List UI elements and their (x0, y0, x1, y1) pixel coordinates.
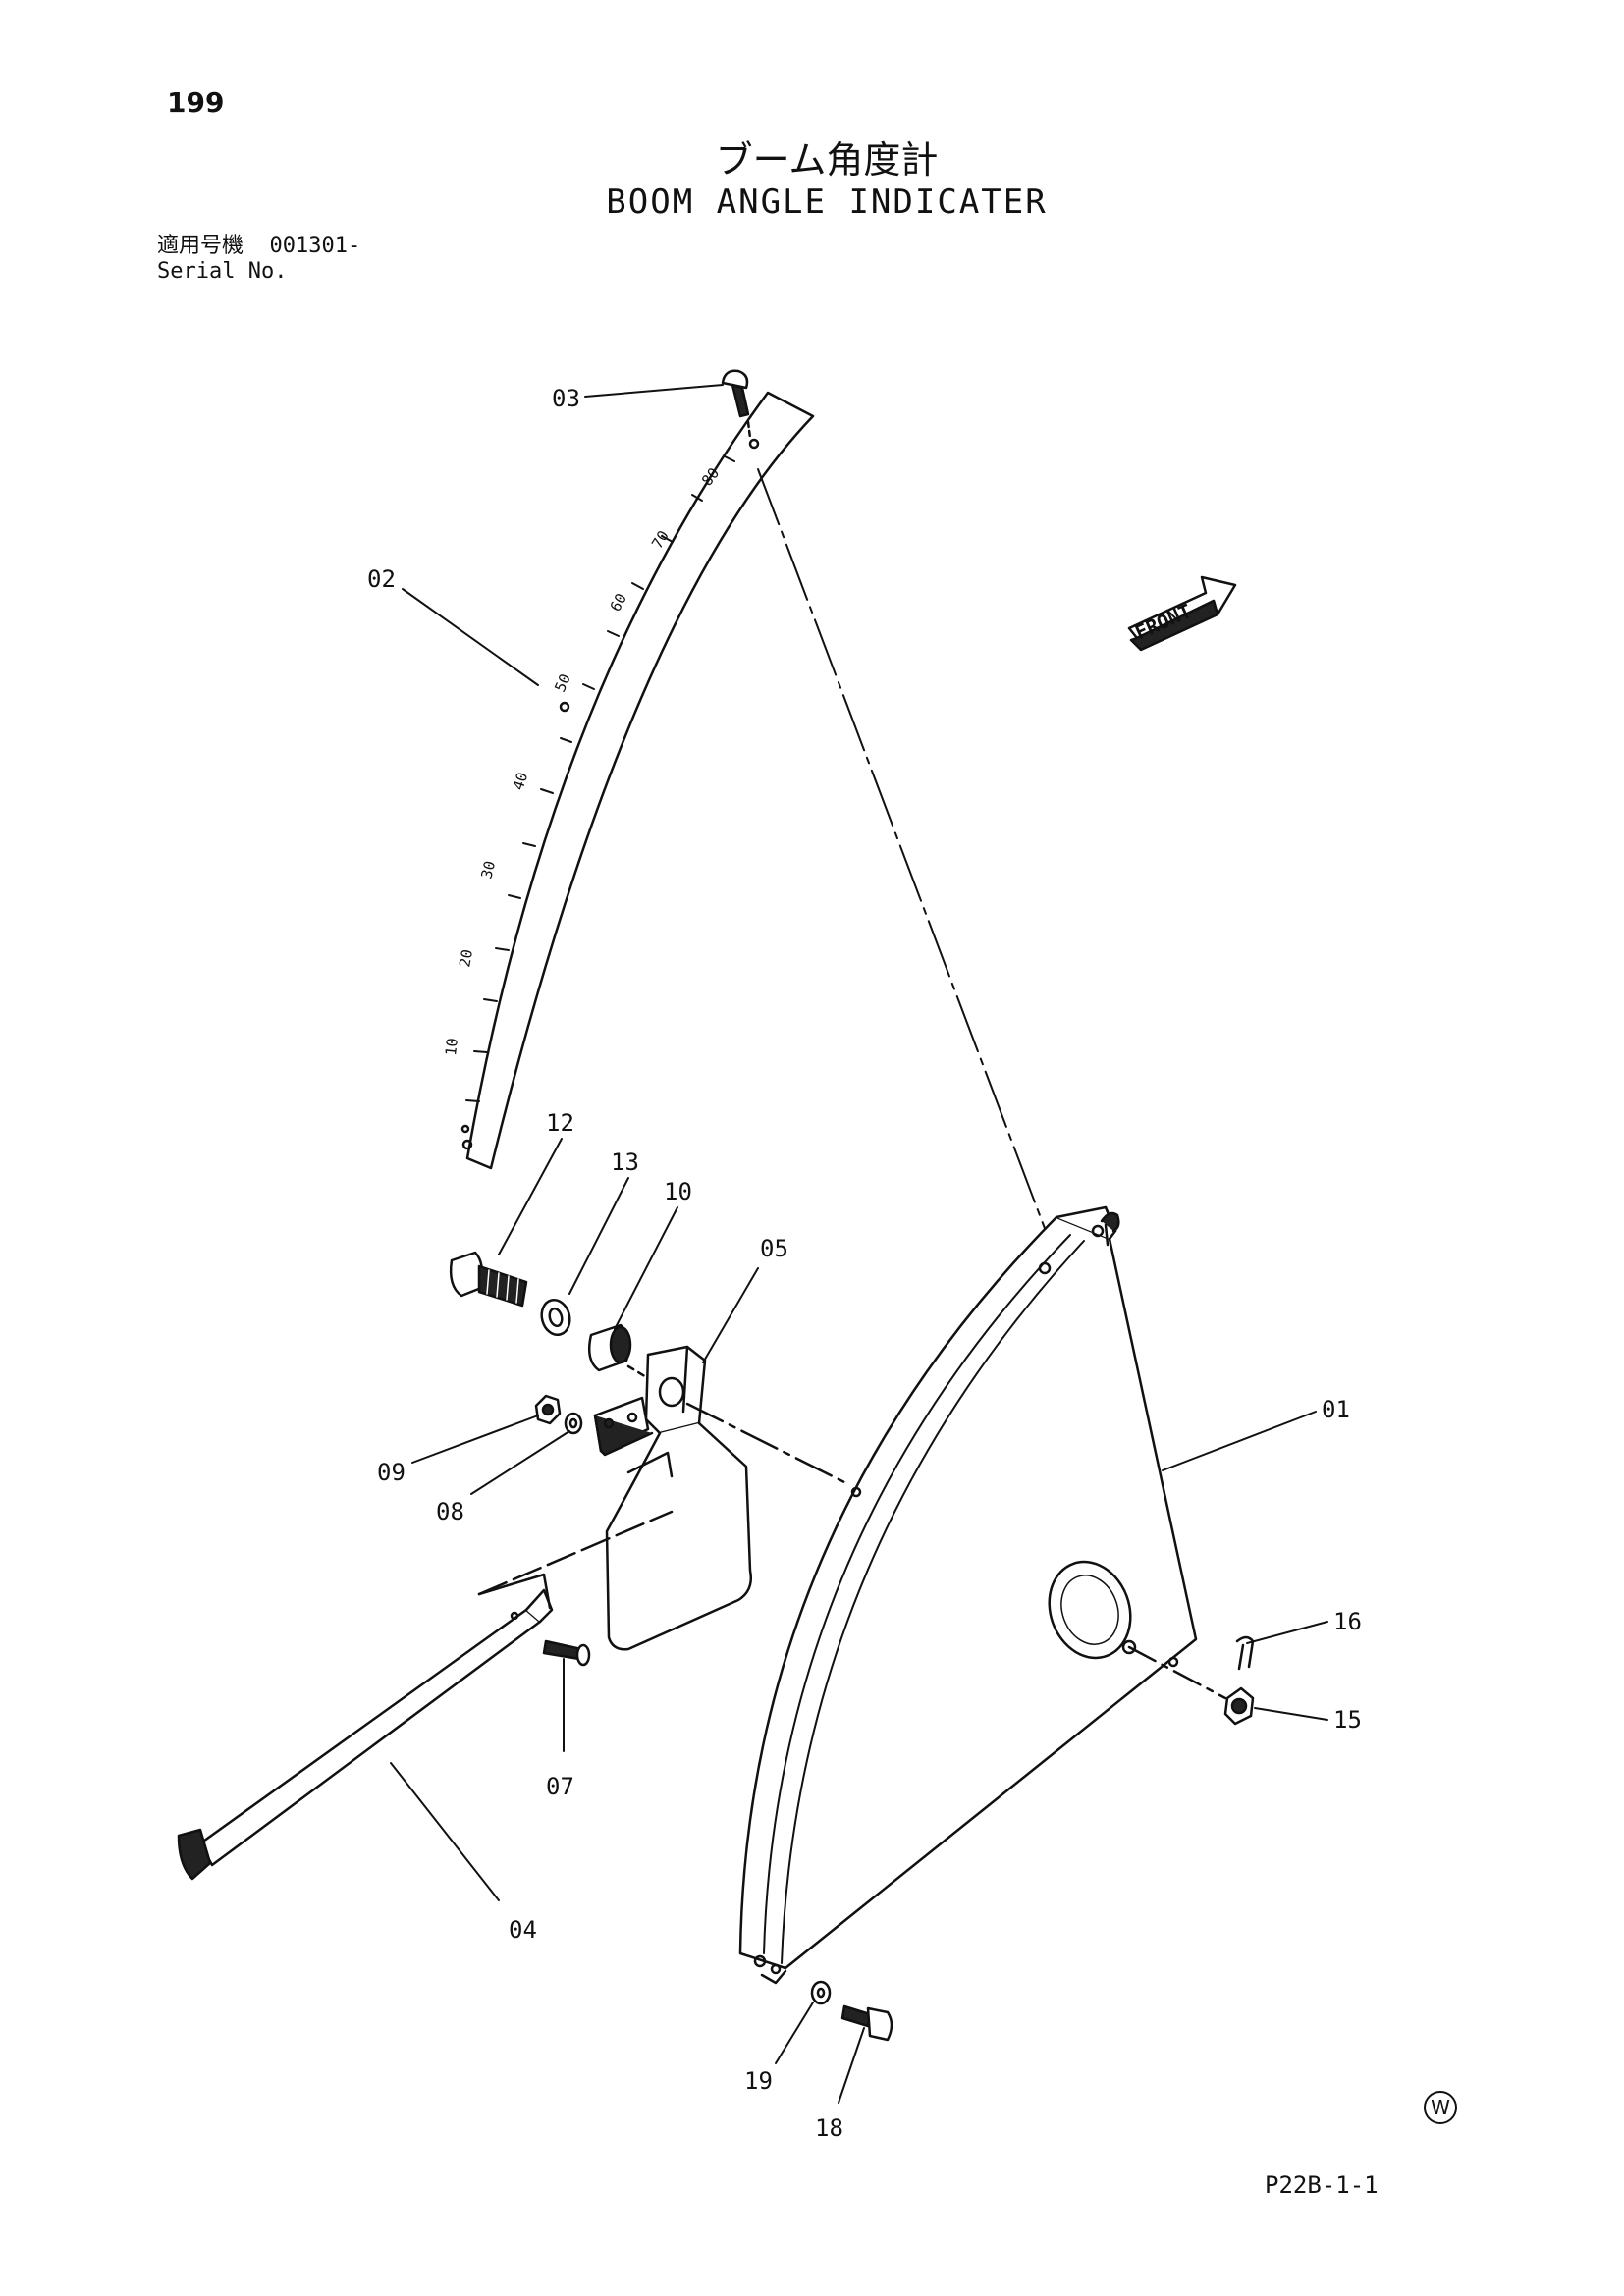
bolt-12-head (449, 1251, 484, 1298)
bolt-18-head (866, 2006, 893, 2042)
plate-large-hole (1048, 1560, 1132, 1660)
callout-13: 13 (611, 1148, 639, 1176)
callout-09: 09 (377, 1459, 406, 1486)
callout-02: 02 (367, 565, 396, 593)
washer-13 (540, 1298, 571, 1337)
indicator-arm-04 (198, 1608, 542, 1867)
scale-number: 20 (456, 948, 476, 969)
serial-label-en: Serial No. (157, 259, 288, 284)
callout-03: 03 (552, 385, 580, 412)
serial-value: 001301- (269, 234, 361, 258)
scale-number: 30 (477, 859, 499, 881)
part-03-screw-head (721, 369, 749, 390)
washer-19 (810, 1980, 832, 2005)
callout-labels: 03 02 12 13 10 05 09 08 01 16 15 07 04 1… (367, 385, 1362, 2142)
angle-scale-strip (465, 391, 815, 1170)
bolt-12-thread (477, 1264, 528, 1308)
scale-number: 40 (510, 770, 532, 792)
scale-number: 10 (442, 1038, 461, 1057)
corner-circle-mark: W (1424, 2091, 1457, 2124)
bolt-18-shank (840, 2004, 872, 2028)
serial-row-jp: 適用号機 001301- (157, 234, 360, 259)
callout-18: 18 (815, 2114, 843, 2142)
callout-07: 07 (546, 1773, 574, 1800)
callout-01: 01 (1322, 1396, 1350, 1423)
footer-code: P22B-1-1 (1265, 2171, 1379, 2199)
screw-07 (542, 1639, 583, 1661)
arm-04-end-cap (177, 1828, 212, 1881)
callout-16: 16 (1333, 1608, 1362, 1635)
title-japanese: ブーム角度計 (715, 138, 939, 182)
callout-15: 15 (1333, 1706, 1362, 1734)
quadrant-plate (738, 1215, 1198, 1970)
callout-19: 19 (744, 2067, 773, 2095)
part-03-screw-shank (731, 383, 750, 418)
callout-05: 05 (760, 1235, 788, 1262)
page-number: 199 (167, 86, 225, 119)
serial-label-jp: 適用号機 (157, 234, 244, 258)
scale-number: 50 (551, 671, 574, 695)
title-english: BOOM ANGLE INDICATER (606, 183, 1048, 222)
serial-block: 適用号機 001301- Serial No. (157, 234, 360, 285)
leader-lines (390, 384, 1328, 2104)
washer-08 (564, 1412, 583, 1435)
callout-04: 04 (509, 1916, 537, 1944)
scale-number: 60 (607, 590, 630, 614)
callout-12: 12 (546, 1109, 574, 1137)
scale-ticks (465, 455, 735, 1102)
callout-10: 10 (664, 1178, 692, 1205)
bracket-05-plate (605, 1421, 752, 1651)
callout-08: 08 (436, 1498, 464, 1525)
